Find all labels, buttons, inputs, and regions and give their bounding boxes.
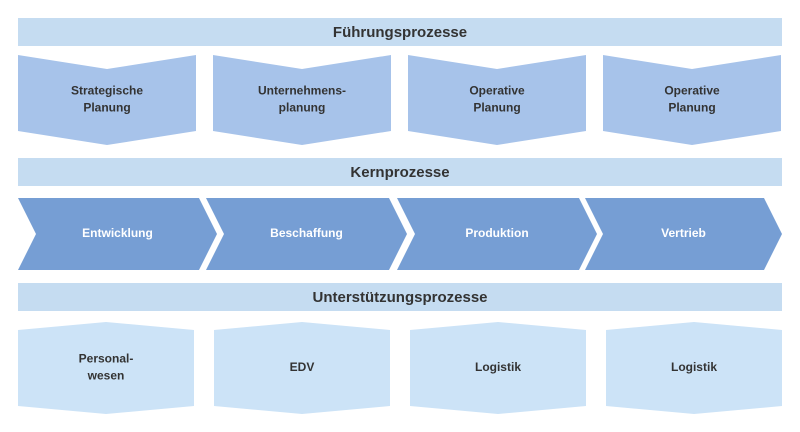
core-process-produktion-shape <box>397 198 597 270</box>
core-process-entwicklung-label-line: Entwicklung <box>82 226 153 240</box>
management-process-operative-planung-shape <box>603 55 781 145</box>
support-process-logistik-label-line: Logistik <box>671 360 717 374</box>
core-processes-header: Kernprozesse <box>18 158 782 186</box>
management-process-operative-planung-shape <box>408 55 586 145</box>
support-process-logistik-shape <box>606 322 782 414</box>
support-process-logistik: Logistik <box>606 322 782 414</box>
management-processes-header: Führungsprozesse <box>18 18 782 46</box>
core-process-beschaffung-shape <box>206 198 407 270</box>
management-process-unternehmens-planung-label-line: planung <box>279 101 326 115</box>
management-process-strategische-planung-label-line: Planung <box>83 101 130 115</box>
core-process-entwicklung: Entwicklung <box>18 198 217 270</box>
support-process-edv: EDV <box>214 322 390 414</box>
management-process-unternehmens-planung: Unternehmens-planung <box>213 55 391 145</box>
management-process-strategische-planung-label-line: Strategische <box>71 84 143 98</box>
support-process-personal-wesen-label-line: Personal- <box>79 352 134 366</box>
support-process-personal-wesen-label-line: wesen <box>87 369 125 383</box>
core-process-produktion: Produktion <box>397 198 597 270</box>
core-process-entwicklung-shape <box>18 198 217 270</box>
core-process-vertrieb-label-line: Vertrieb <box>661 226 706 240</box>
management-process-operative-planung-label-line: Operative <box>469 84 525 98</box>
management-process-unternehmens-planung-label-line: Unternehmens- <box>258 84 346 98</box>
management-process-strategische-planung-shape <box>18 55 196 145</box>
support-process-logistik-shape <box>410 322 586 414</box>
management-process-operative-planung-label-line: Planung <box>473 101 520 115</box>
support-process-logistik-label-line: Logistik <box>475 360 521 374</box>
support-process-personal-wesen: Personal-wesen <box>18 322 194 414</box>
core-process-beschaffung-label-line: Beschaffung <box>270 226 343 240</box>
management-process-unternehmens-planung-shape <box>213 55 391 145</box>
support-process-edv-shape <box>214 322 390 414</box>
support-processes-header: Unterstützungsprozesse <box>18 283 782 311</box>
management-process-operative-planung-label-line: Planung <box>668 101 715 115</box>
support-process-personal-wesen-shape <box>18 322 194 414</box>
management-process-operative-planung-label-line: Operative <box>664 84 720 98</box>
core-process-vertrieb-shape <box>585 198 782 270</box>
support-process-edv-label-line: EDV <box>290 360 315 374</box>
core-process-vertrieb: Vertrieb <box>585 198 782 270</box>
core-process-produktion-label-line: Produktion <box>465 226 528 240</box>
support-process-logistik: Logistik <box>410 322 586 414</box>
core-process-beschaffung: Beschaffung <box>206 198 407 270</box>
